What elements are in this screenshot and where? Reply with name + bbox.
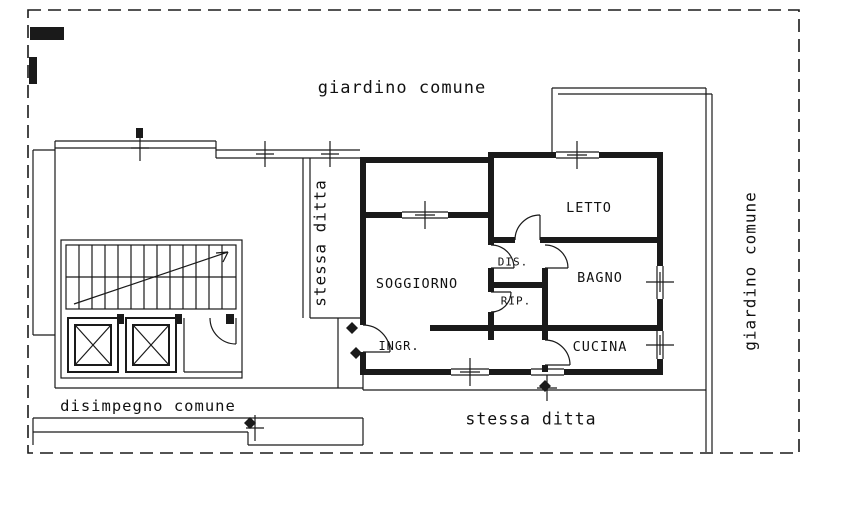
label-same-owner-left: stessa ditta bbox=[310, 179, 330, 307]
label-garden-top: giardino comune bbox=[317, 78, 487, 98]
label-bedroom: LETTO bbox=[566, 200, 612, 216]
label-entry: INGR. bbox=[378, 339, 420, 353]
label-common-hall: disimpegno comune bbox=[60, 397, 236, 415]
label-hallway: DIS. bbox=[497, 255, 529, 269]
label-garden-right: giardino comune bbox=[740, 191, 760, 351]
label-living-room: SOGGIORNO bbox=[375, 276, 459, 292]
label-kitchen: CUCINA bbox=[572, 339, 628, 355]
label-bathroom: BAGNO bbox=[577, 270, 623, 286]
label-same-owner-bottom: stessa ditta bbox=[465, 409, 597, 429]
label-storage: RIP. bbox=[500, 294, 532, 308]
